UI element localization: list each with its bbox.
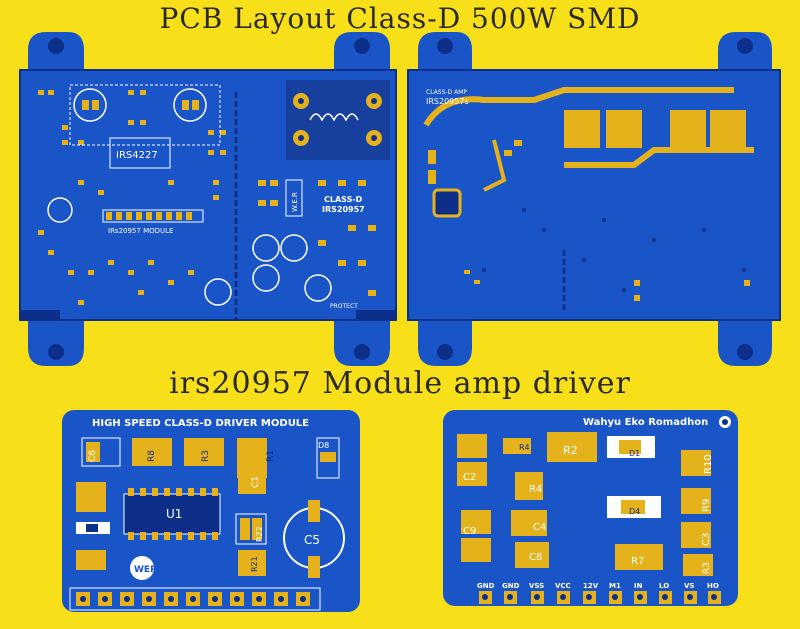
pcb-top-right-board: CLASS-D AMP IRS20957s	[407, 32, 781, 366]
class-d-amp-mark: CLASS-D AMP	[426, 89, 467, 96]
ref-d4: D4	[629, 507, 640, 516]
pin-label-vcc: VCC	[555, 582, 571, 590]
ref-r10: R10	[703, 454, 714, 474]
ref-r8: R8	[147, 450, 157, 462]
logo-wer: WER	[134, 565, 157, 575]
pin-label-ho: HO	[707, 582, 719, 590]
ref-r3: R3	[201, 450, 211, 462]
chip-mark: IRS20957s	[426, 97, 469, 106]
ref-d8: D8	[318, 441, 329, 450]
ref-c4: C4	[533, 522, 546, 533]
logo-text: W.E.R	[291, 192, 299, 212]
ref-c3: C3	[701, 533, 712, 546]
pin-label-gnd2: GND	[502, 582, 520, 590]
author-header: Wahyu Eko Romadhon	[583, 417, 708, 428]
ref-r22: R22	[255, 526, 264, 542]
protect-mark: PROTECT	[330, 303, 358, 310]
ref-c6: C6	[88, 450, 98, 462]
pin-label-12v: 12V	[583, 582, 599, 590]
pin-label-lo: LO	[659, 582, 669, 590]
page-title: PCB Layout Class-D 500W SMD	[159, 2, 641, 35]
ref-c9: C9	[463, 526, 476, 537]
ref-r4-top: R4	[519, 443, 530, 452]
ref-c8: C8	[529, 552, 542, 563]
pin-label-vs: VS	[684, 582, 694, 590]
ref-r2: R2	[563, 444, 578, 457]
pin-label-in: IN	[634, 582, 643, 590]
ref-c2: C2	[463, 472, 476, 483]
chip-label: IRS4227	[116, 150, 158, 161]
pin-label-gnd1: GND	[477, 582, 495, 590]
pcb-top-left-board: IRS4227 IRs20957 MODULE W.E.R CLASS-D IR…	[19, 32, 397, 366]
ref-r3: R3	[702, 562, 712, 574]
ref-c1: C1	[251, 476, 261, 488]
pin-label-vss: VSS	[529, 582, 544, 590]
section-title: irs20957 Module amp driver	[169, 366, 631, 401]
module-label: IRs20957 MODULE	[108, 227, 173, 235]
driver-module-left-board: HIGH SPEED CLASS-D DRIVER MODULE C6 R8 R…	[62, 410, 360, 612]
ref-r4: R4	[529, 484, 542, 495]
ref-r1: R1	[266, 450, 276, 462]
driver-module-right-board: Wahyu Eko Romadhon C2 R4 R2 D1 R10 R9 C3…	[443, 410, 738, 606]
module-header: HIGH SPEED CLASS-D DRIVER MODULE	[92, 418, 309, 429]
ref-r7: R7	[631, 556, 644, 567]
ref-r9: R9	[701, 499, 712, 512]
chip-mark: IRS20957	[322, 205, 365, 214]
ref-u1: U1	[166, 507, 182, 521]
class-d-mark: CLASS-D	[324, 195, 363, 204]
ref-r21: R21	[250, 556, 259, 572]
ref-d1: D1	[629, 449, 640, 458]
pin-label-m1: M1	[609, 582, 621, 590]
ref-c5: C5	[304, 533, 320, 547]
